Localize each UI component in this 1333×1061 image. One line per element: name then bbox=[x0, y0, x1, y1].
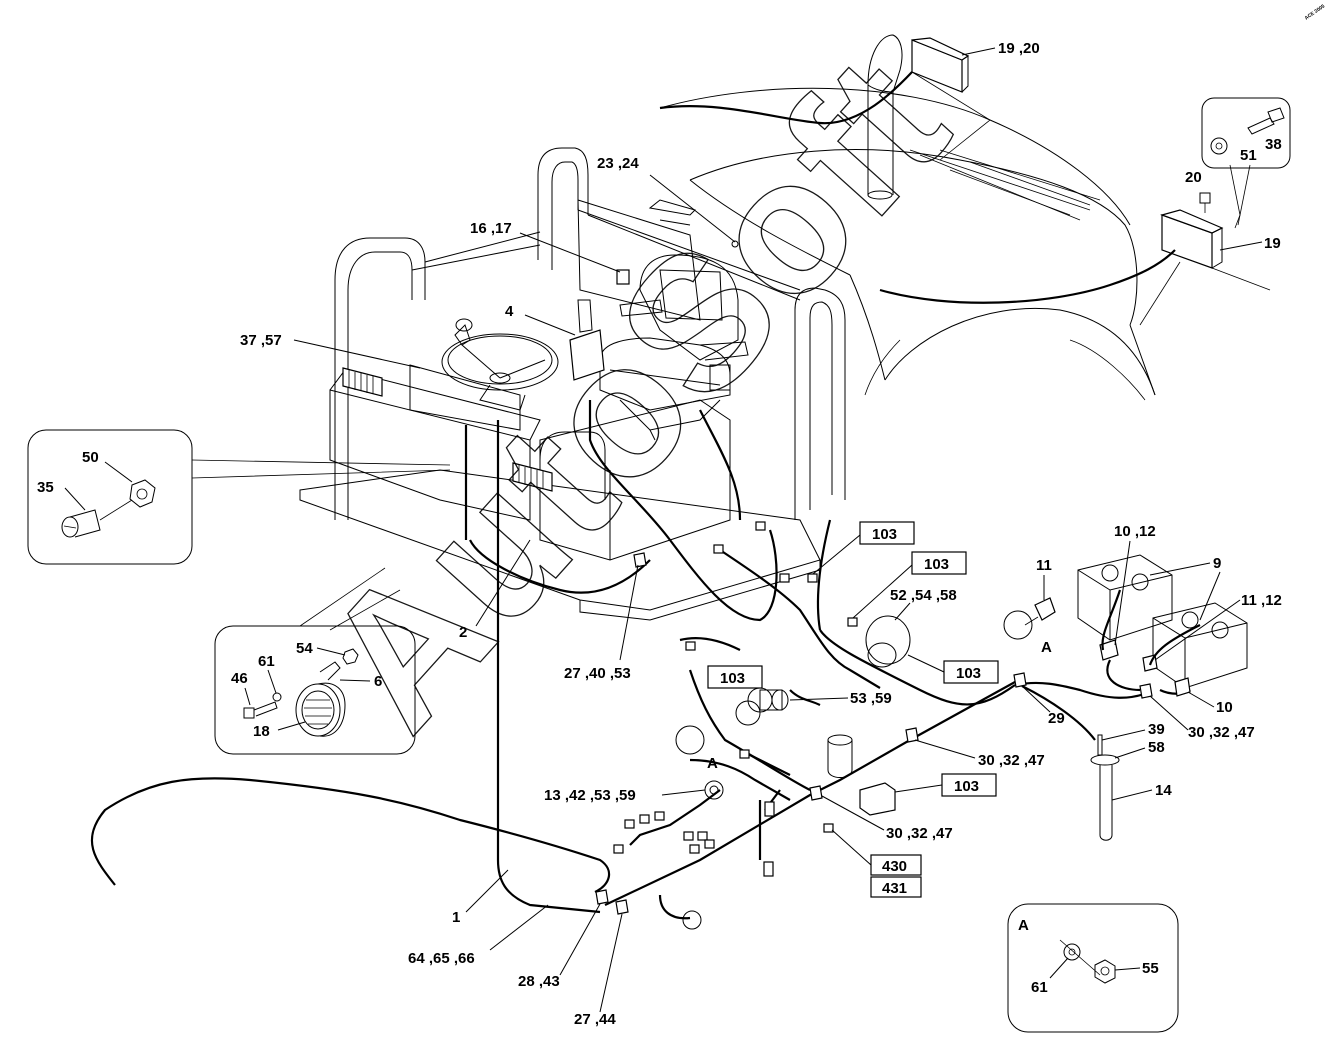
operator-seat bbox=[599, 254, 749, 441]
label-2: 2 bbox=[459, 624, 467, 641]
harness-clips bbox=[595, 552, 1153, 915]
corner-mark: ACE 2005 bbox=[1304, 3, 1327, 21]
washer-61 bbox=[272, 692, 282, 702]
label-20: 20 bbox=[1185, 169, 1202, 186]
label-19: 19 bbox=[1264, 235, 1281, 252]
inset-screw-nut bbox=[27, 429, 193, 565]
label-103-a: 103 bbox=[872, 526, 897, 543]
box-component-103 bbox=[859, 782, 896, 816]
label-431: 431 bbox=[882, 880, 907, 897]
label-6: 6 bbox=[374, 673, 382, 690]
label-39: 39 bbox=[1148, 721, 1165, 738]
label-18: 18 bbox=[253, 723, 270, 740]
label-58: 58 bbox=[1148, 739, 1165, 756]
label-30-32-47-c: 30 ,32 ,47 bbox=[886, 825, 953, 842]
label-64-65-66: 64 ,65 ,66 bbox=[408, 950, 475, 967]
label-27-44: 27 ,44 bbox=[574, 1011, 616, 1028]
svg-text:AutoSoft: AutoSoft bbox=[283, 18, 988, 768]
switch-16-17 bbox=[616, 269, 630, 285]
control-box-4 bbox=[569, 299, 605, 381]
bolt-38 bbox=[1247, 107, 1285, 135]
label-16-17: 16 ,17 bbox=[470, 220, 512, 237]
hood-outline bbox=[659, 87, 1156, 401]
box-103-b bbox=[911, 551, 967, 575]
label-27-40-53: 27 ,40 ,53 bbox=[564, 665, 631, 682]
label-61-inset: 61 bbox=[1031, 979, 1048, 996]
label-53-59: 53 ,59 bbox=[850, 690, 892, 707]
cylinder-component bbox=[827, 734, 853, 778]
label-35: 35 bbox=[37, 479, 54, 496]
label-103-d: 103 bbox=[720, 670, 745, 687]
watermark: AutoSoft bbox=[282, 17, 988, 768]
label-103-c: 103 bbox=[956, 665, 981, 682]
label-A-2: A bbox=[707, 755, 718, 772]
label-61-horn: 61 bbox=[258, 653, 275, 670]
label-9: 9 bbox=[1213, 555, 1221, 572]
label-103-e: 103 bbox=[954, 778, 979, 795]
grommet-a-left bbox=[675, 725, 705, 755]
label-A-3: A bbox=[1018, 917, 1029, 934]
dash-lamp-right bbox=[512, 462, 553, 492]
harness-connectors bbox=[613, 521, 858, 877]
label-46: 46 bbox=[231, 670, 248, 687]
label-54: 54 bbox=[296, 640, 313, 657]
inset-horn bbox=[214, 625, 416, 755]
label-11-12: 11 ,12 bbox=[1241, 592, 1282, 609]
washer-61-inset bbox=[1063, 943, 1081, 961]
nut-50 bbox=[129, 479, 156, 508]
label-28-43: 28 ,43 bbox=[518, 973, 560, 990]
nut-54 bbox=[342, 648, 359, 665]
label-13-42-53-59: 13 ,42 ,53 ,59 bbox=[544, 787, 636, 804]
terminal-11 bbox=[1003, 597, 1056, 640]
battery-lower bbox=[1152, 602, 1248, 689]
steering-wheel bbox=[441, 318, 559, 411]
horn-18 bbox=[295, 661, 346, 737]
label-37-57: 37 ,57 bbox=[240, 332, 282, 349]
wiring-harness bbox=[90, 71, 1191, 920]
inset-a bbox=[1007, 903, 1179, 1033]
label-10-12: 10 ,12 bbox=[1114, 523, 1156, 540]
rear-lamp-right bbox=[1139, 209, 1271, 326]
screw-35 bbox=[61, 509, 101, 538]
label-430: 430 bbox=[882, 858, 907, 875]
relay-53-59 bbox=[735, 687, 789, 726]
inset-bolt-nut bbox=[1201, 97, 1291, 169]
nut-55 bbox=[1094, 959, 1116, 984]
dash-lamp-left bbox=[342, 367, 383, 397]
box-103-a bbox=[859, 521, 915, 545]
label-19-20: 19 ,20 bbox=[998, 40, 1040, 57]
label-30-32-47-a: 30 ,32 ,47 bbox=[1188, 724, 1255, 741]
box-103-d bbox=[707, 665, 763, 689]
label-A-1: A bbox=[1041, 639, 1052, 656]
sensor-13-42-53-59 bbox=[704, 780, 724, 800]
box-431 bbox=[870, 876, 922, 898]
label-103-b: 103 bbox=[924, 556, 949, 573]
label-23-24: 23 ,24 bbox=[597, 155, 639, 172]
bolt-46 bbox=[243, 701, 278, 719]
fuel-sender-14 bbox=[1090, 734, 1120, 841]
label-30-32-47-b: 30 ,32 ,47 bbox=[978, 752, 1045, 769]
label-4: 4 bbox=[505, 303, 514, 320]
nut-51 bbox=[1210, 137, 1228, 155]
alarm-52-54-58 bbox=[865, 615, 911, 668]
label-10: 10 bbox=[1216, 699, 1233, 716]
label-29: 29 bbox=[1048, 710, 1065, 727]
battery-upper bbox=[1077, 554, 1173, 641]
label-14: 14 bbox=[1155, 782, 1172, 799]
label-38: 38 bbox=[1265, 136, 1282, 153]
connector-plug bbox=[682, 910, 702, 930]
label-50: 50 bbox=[82, 449, 99, 466]
rear-lamp-top bbox=[911, 37, 991, 161]
label-1: 1 bbox=[452, 909, 460, 926]
light-23-24 bbox=[731, 240, 739, 248]
battery-cable-terminals bbox=[1099, 589, 1201, 697]
screw-20 bbox=[1199, 192, 1211, 213]
label-51: 51 bbox=[1240, 147, 1257, 164]
label-52-54-58: 52 ,54 ,58 bbox=[890, 587, 957, 604]
label-11: 11 bbox=[1036, 557, 1052, 574]
label-55: 55 bbox=[1142, 960, 1159, 977]
